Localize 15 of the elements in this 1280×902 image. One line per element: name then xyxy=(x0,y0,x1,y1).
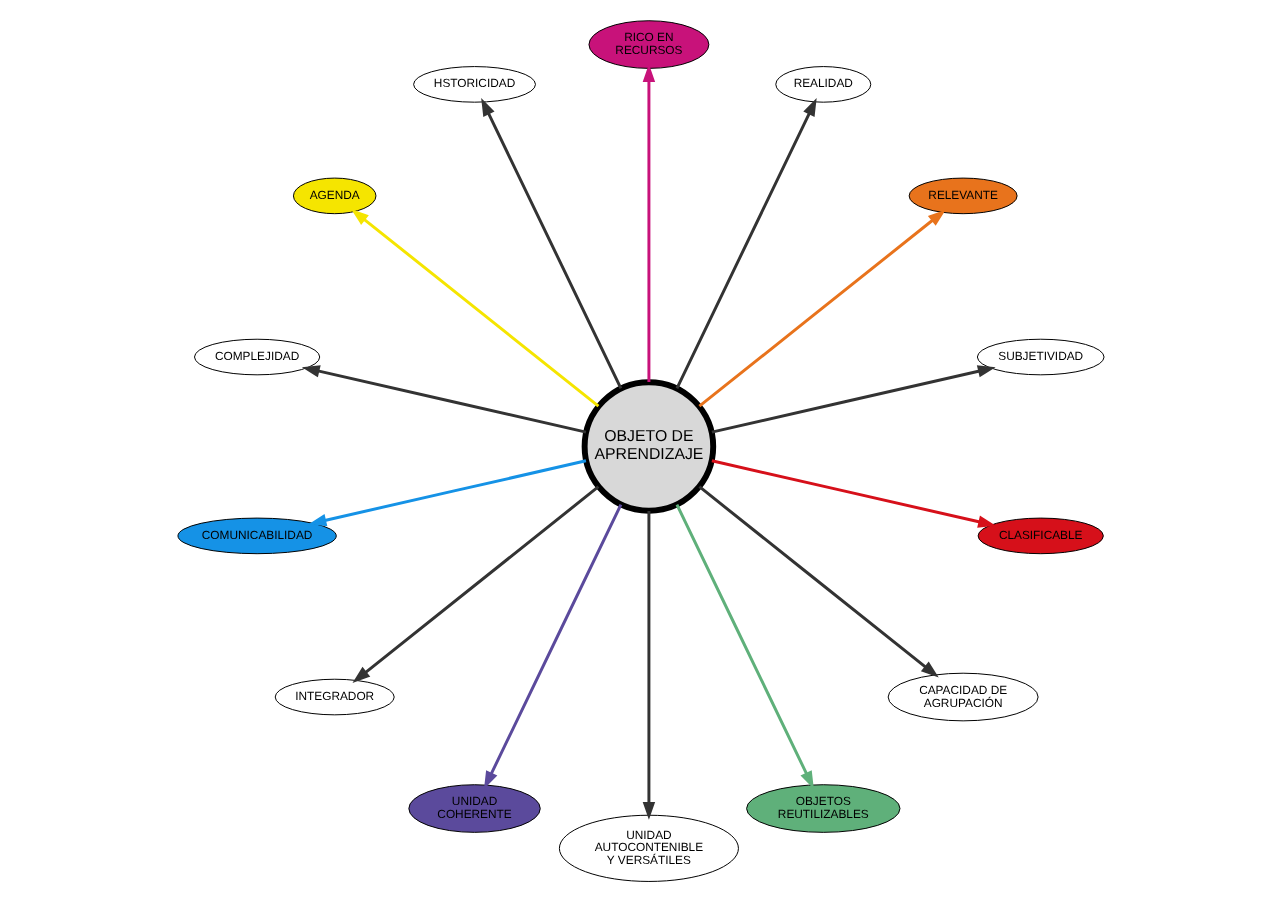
arrow xyxy=(674,98,816,389)
arrow xyxy=(710,365,995,434)
arrow xyxy=(483,504,622,789)
arrow xyxy=(300,365,586,434)
arrow xyxy=(674,504,813,789)
node-circle: OBJETO DE APRENDIZAJE xyxy=(580,379,716,514)
arrow xyxy=(697,209,945,408)
arrow xyxy=(480,98,622,389)
arrow xyxy=(351,485,599,683)
arrow xyxy=(641,64,655,382)
arrow xyxy=(710,459,995,528)
arrow xyxy=(350,208,599,408)
arrow xyxy=(697,485,938,678)
arrow xyxy=(307,459,586,527)
arrow xyxy=(641,511,655,820)
